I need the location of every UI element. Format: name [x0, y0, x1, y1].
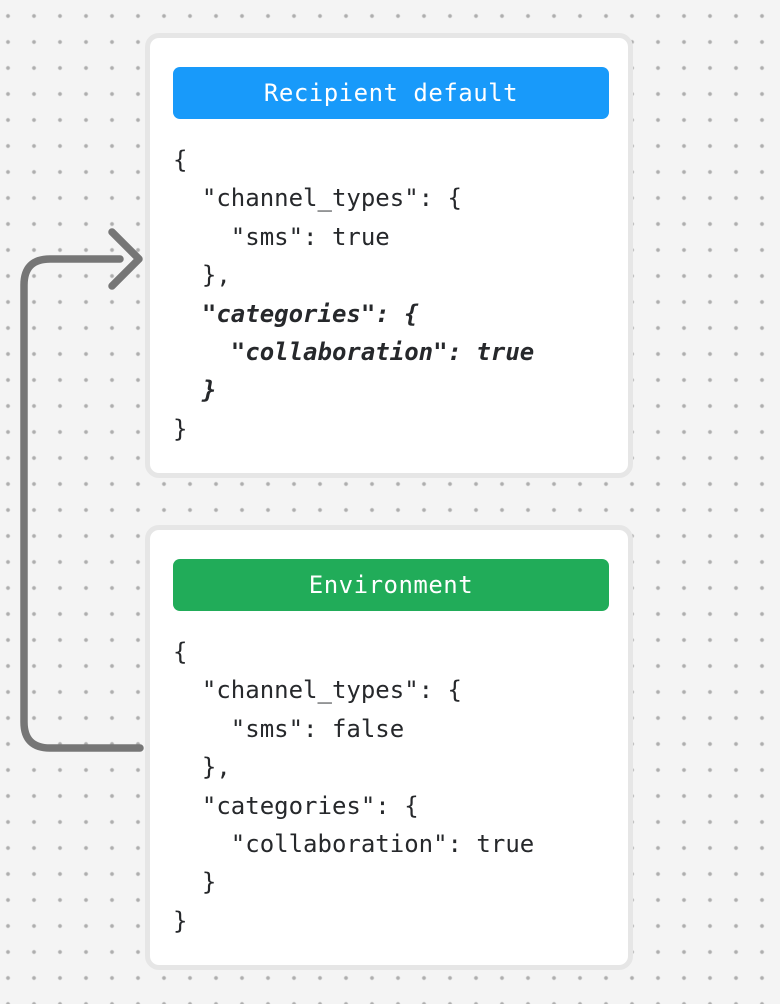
code-line: "collaboration": true [173, 338, 535, 367]
code-block-recipient-default: { "channel_types": { "sms": true }, "cat… [173, 141, 609, 448]
code-line: } [173, 414, 188, 443]
code-block-environment: { "channel_types": { "sms": false }, "ca… [173, 633, 609, 940]
arrow-head-icon [108, 228, 143, 290]
code-line: { [173, 638, 188, 666]
code-line: } [173, 906, 188, 935]
code-line: "categories": { [173, 299, 419, 328]
code-line: "sms": false [173, 714, 405, 743]
code-line: }, [173, 753, 231, 782]
code-line: "categories": { [173, 791, 419, 820]
card-recipient-default: Recipient default { "channel_types": { "… [145, 33, 633, 478]
code-line: { [173, 146, 188, 174]
card-header-environment: Environment [173, 559, 609, 611]
code-line: } [173, 376, 217, 405]
code-line: } [173, 868, 217, 897]
code-line: "channel_types": { [173, 676, 462, 705]
code-line: }, [173, 261, 231, 290]
arrow-line [20, 255, 144, 752]
code-line: "channel_types": { [173, 184, 462, 213]
code-line: "collaboration": true [173, 830, 535, 859]
code-line: "sms": true [173, 222, 390, 251]
card-header-recipient-default: Recipient default [173, 67, 609, 119]
card-environment: Environment { "channel_types": { "sms": … [145, 525, 633, 970]
